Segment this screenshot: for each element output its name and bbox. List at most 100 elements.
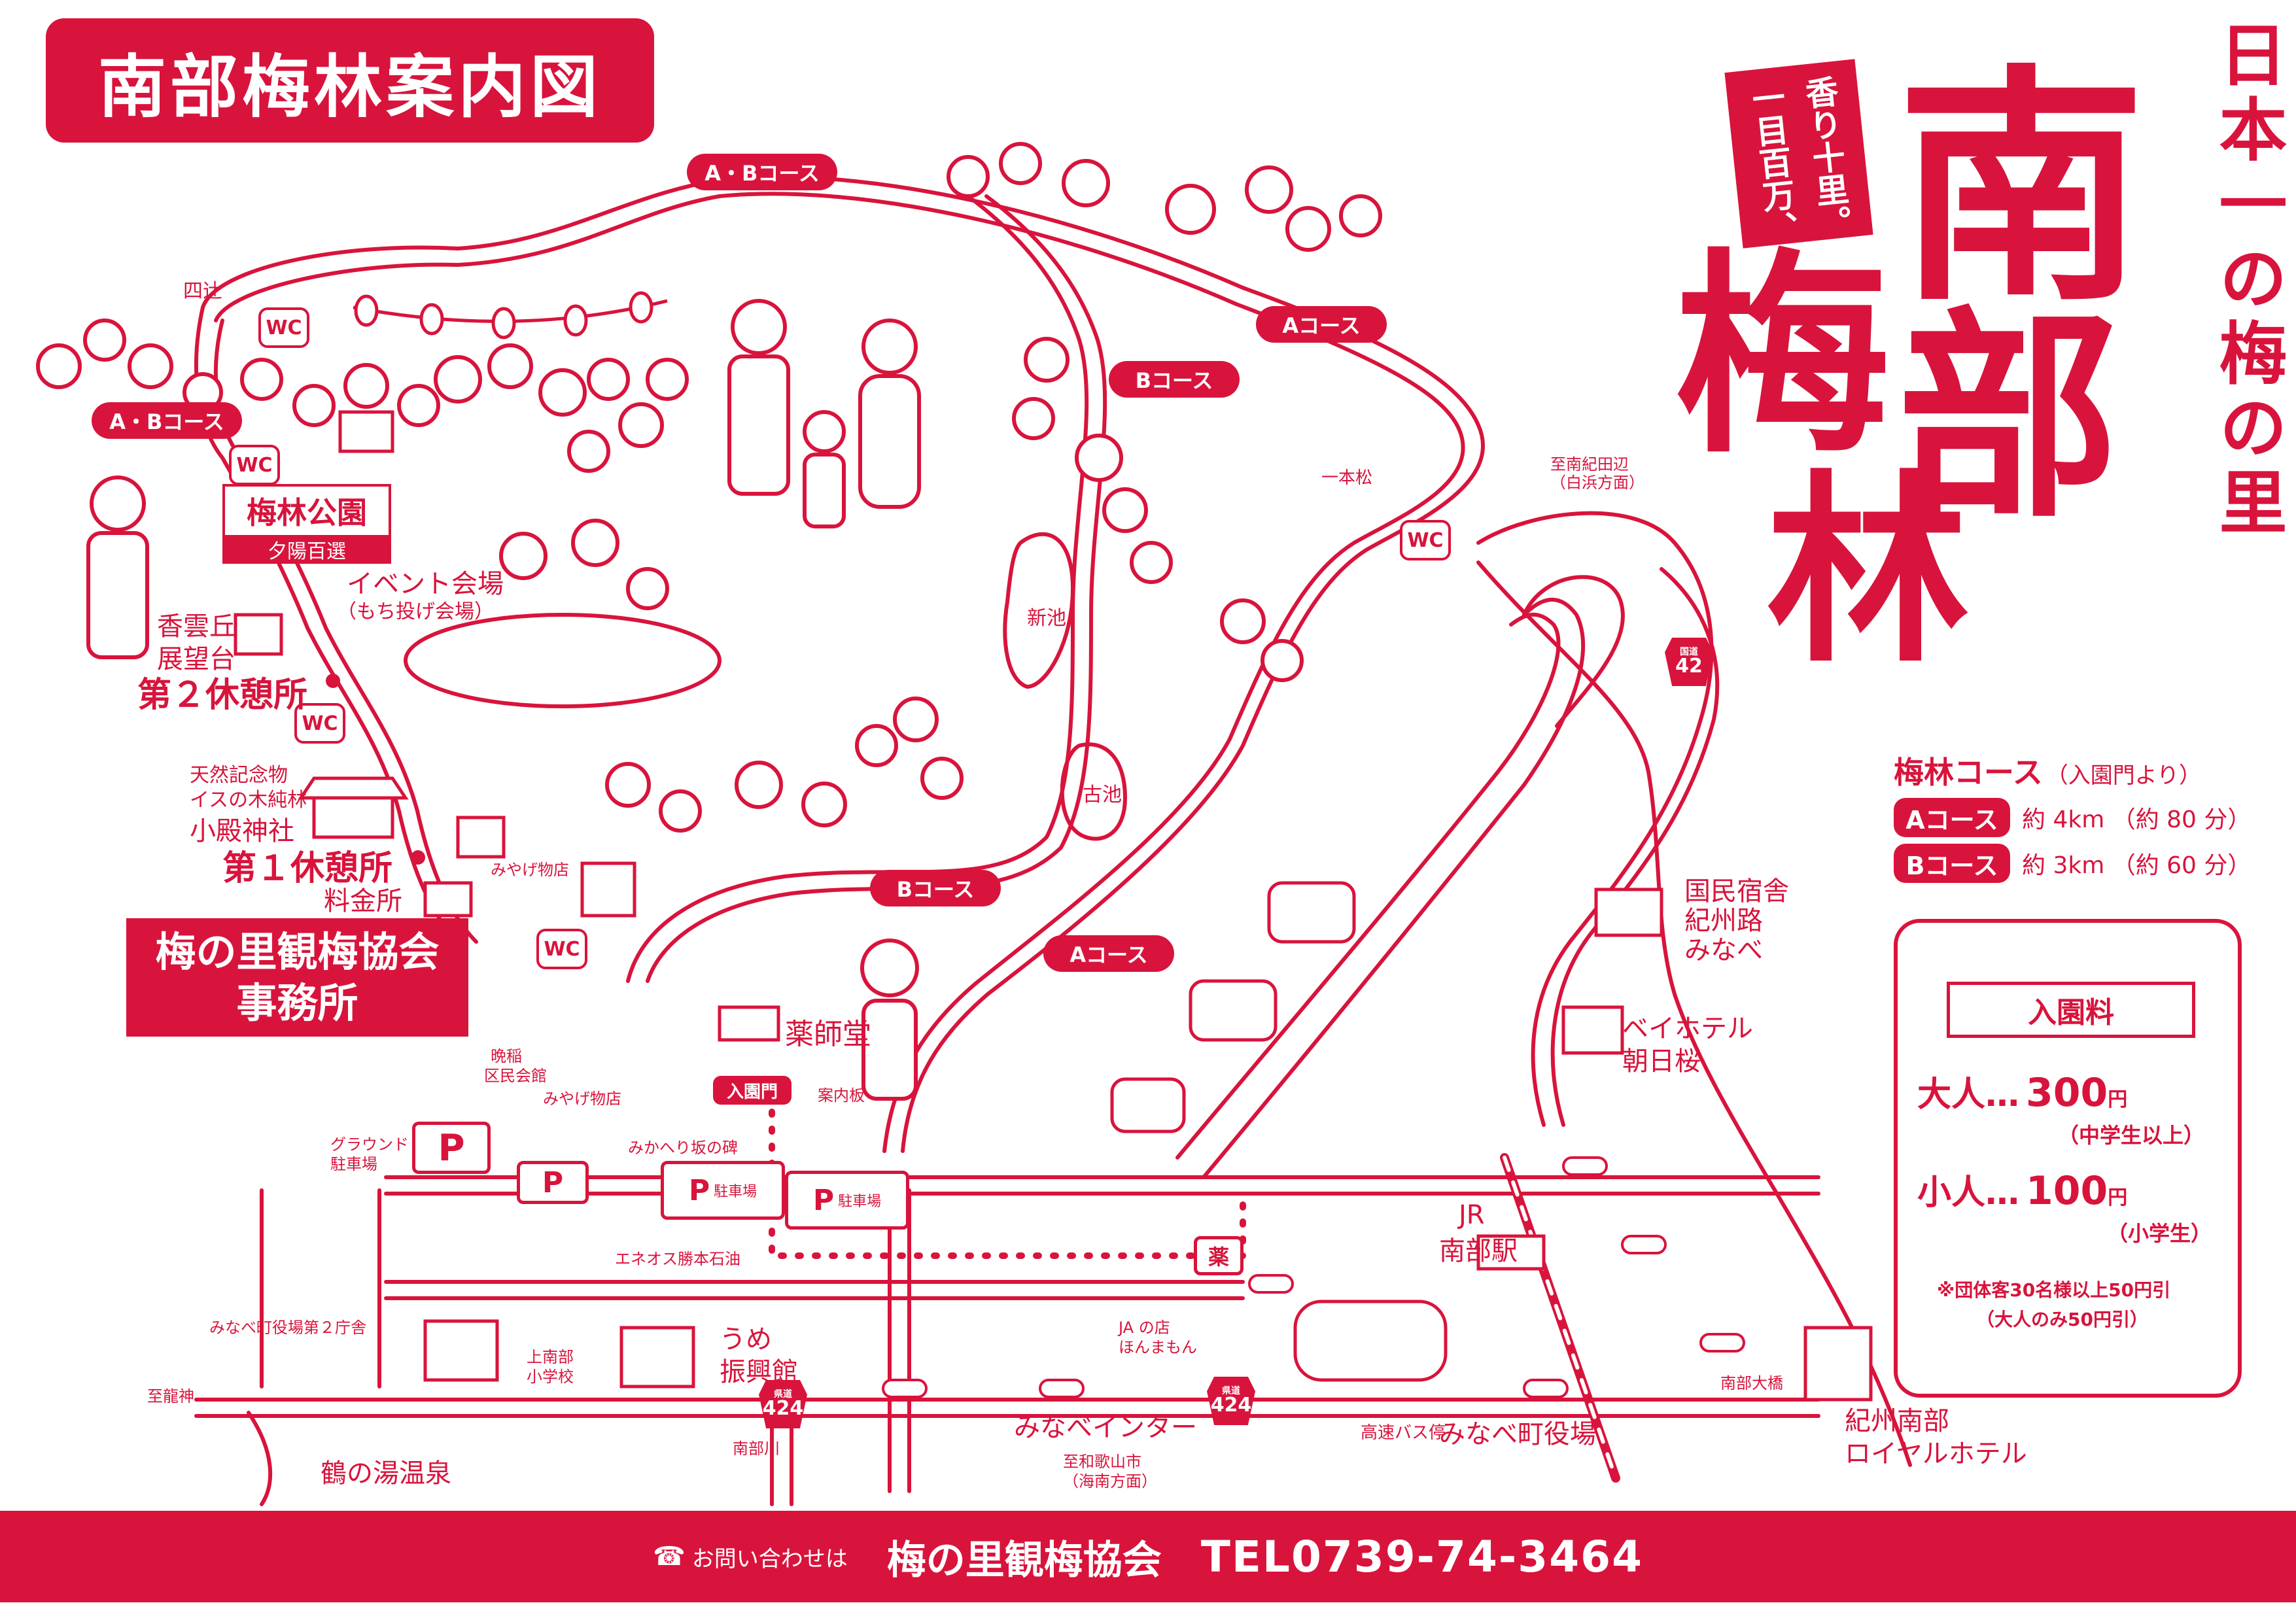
label-yakushido: 薬師堂 (785, 1018, 871, 1051)
fee-group-note-1: ※団体客30名様以上50円引 (1937, 1279, 2171, 1301)
tagline-vertical: 日本一の梅の里 (2207, 20, 2287, 542)
footer-org: 梅の里観梅協会 (886, 1537, 1162, 1583)
footer-contact-prefix: お問い合わせは (691, 1545, 848, 1572)
wc-marker-east: WC (1400, 520, 1451, 560)
parking-lot-2-p: P (688, 1173, 710, 1207)
fee-heading: 入園料 (2028, 996, 2114, 1029)
building-rest1 (456, 816, 506, 859)
plum-blossom-cluster-top (947, 142, 1382, 252)
figure-girl-west (86, 475, 149, 659)
course-b-badge: Bコース (1894, 844, 2010, 883)
fee-group-note-2: （大人のみ50円引） (1976, 1309, 2148, 1330)
label-ground-1: グラウンド (330, 1135, 409, 1154)
label-kami-minabe-1: 上南部 (527, 1348, 574, 1366)
fee-child-note: （小学生） (2107, 1221, 2212, 1246)
building-west-hut (338, 410, 394, 453)
route-424-badge-west: 県道 424 (759, 1380, 807, 1428)
label-event-venue: イベント会場 (347, 569, 504, 599)
label-royal-1: 紀州南部 (1845, 1406, 1949, 1436)
label-bus-stop: 高速バス停 (1361, 1423, 1446, 1443)
pond-furu-ike (1060, 742, 1127, 841)
calligraphy-char-1: 南 (1897, 44, 2146, 334)
fee-child-yen: 円 (2108, 1186, 2128, 1209)
figure-boy-center (860, 939, 919, 1101)
rest1-marker (411, 850, 425, 865)
course-tag-b-n: Bコース (1109, 361, 1240, 398)
course-tag-a-ne: Aコース (1256, 306, 1387, 343)
label-rest1: 第１休憩所 (222, 849, 393, 888)
tagline-banner-line1: 一目百万、 (1745, 79, 1801, 247)
label-eneos: エネオス勝本石油 (615, 1250, 740, 1268)
courses-heading: 梅林コース （入園門より） (1894, 749, 2201, 792)
label-banwa-1: 晩稲 (491, 1047, 522, 1065)
course-tag-b-s: Bコース (870, 870, 1001, 906)
vehicle-bus-1 (1267, 881, 1356, 944)
label-royal-2: ロイヤルホテル (1845, 1439, 2027, 1469)
building-school (423, 1319, 499, 1382)
river-south (247, 1411, 273, 1506)
parking-ground-p: P (438, 1126, 465, 1169)
trail-b-course (626, 194, 1089, 983)
wc-marker-souvenir: WC (536, 929, 587, 969)
label-ume-1: うめ (720, 1324, 772, 1354)
trail-b-course-inner (646, 194, 1107, 983)
calligraphy-char-3: 梅 (1675, 231, 1890, 482)
fee-child-price: 100 (2026, 1168, 2108, 1214)
route-424-west-kendo: 県道 (774, 1389, 792, 1400)
building-kouungaoka (234, 613, 283, 656)
plum-blossom-cluster-north (434, 343, 689, 473)
label-ja-2: ほんまもん (1119, 1338, 1197, 1356)
building-kokumin (1594, 888, 1663, 937)
wc-marker-rest2: WC (294, 703, 345, 744)
label-ja-1: JA の店 (1119, 1318, 1170, 1337)
tagline-banner: 一目百万、 香り十里。 (1724, 59, 1873, 249)
label-kusuri-sign: 薬 (1194, 1236, 1244, 1275)
course-a-row: Aコース 約 4km （約 80 分） (1894, 798, 2251, 837)
road-northeast (1476, 511, 1714, 1127)
road-east-ridge (1202, 598, 1586, 1179)
road-coast (1476, 560, 1912, 1467)
building-ticket (423, 881, 473, 918)
route-424-west-number: 424 (762, 1397, 804, 1420)
fee-adult-label: 大人… (1917, 1075, 2020, 1114)
label-minabe-ic: みなべインター (1014, 1413, 1197, 1443)
label-jr-2: 南部駅 (1439, 1236, 1518, 1266)
wc-marker-north: WC (258, 307, 309, 348)
building-yakushido (718, 1005, 780, 1042)
road-outer-park (201, 175, 1485, 1153)
park-name-box: 梅林公園 夕陽百選 (222, 484, 391, 564)
figure-picnic-group (404, 519, 722, 708)
road-outer-park-inner (214, 192, 1465, 1153)
traffic-lights (882, 1156, 1745, 1398)
label-ground-2: 駐車場 (330, 1155, 377, 1173)
parking-lot-3-p: P (812, 1183, 835, 1217)
label-kami-minabe-2: 小学校 (527, 1368, 574, 1386)
wc-marker-west: WC (229, 445, 280, 485)
railway-ties (1503, 1156, 1618, 1480)
phone-icon: ☎ (652, 1542, 686, 1572)
label-souvenir-upper: みやげ物店 (491, 861, 569, 879)
label-to-tanabe-2: （白浜方面） (1550, 474, 1644, 492)
label-town-office-2: みなべ町役場第２庁舎 (209, 1318, 366, 1337)
course-tag-ab-top: A・Bコース (687, 154, 837, 190)
calligraphy-char-4: 林 (1766, 454, 1969, 690)
label-to-ryujin: 至龍神 (147, 1387, 194, 1405)
route-424-east-number: 424 (1210, 1394, 1252, 1417)
label-mikaeri: みかへり坂の碑 (628, 1139, 738, 1157)
plum-blossom-cluster-center (1012, 337, 1304, 682)
route-424-badge-east: 県道 424 (1207, 1377, 1255, 1425)
fee-child-row: 小人… 100 円 (1917, 1165, 2127, 1214)
label-shin-ike: 新池 (1027, 607, 1066, 630)
label-minabe-bridge: 南部大橋 (1720, 1374, 1783, 1392)
rest2-marker (326, 674, 340, 688)
fee-child-label: 小人… (1917, 1173, 2020, 1213)
fee-panel: 入園料 大人… 300 円 （中学生以上） 小人… 100 円 （小学生） ※団… (1894, 919, 2242, 1398)
courses-heading-text: 梅林コース (1894, 755, 2043, 790)
label-town-office: みなべ町役場 (1439, 1419, 1596, 1449)
calligraphy-char-2: 部 (1897, 289, 2119, 548)
label-ippon-matsu: 一本松 (1321, 468, 1373, 488)
park-name: 梅林公園 (247, 495, 367, 530)
plum-blossom-cluster-nw (36, 319, 440, 427)
label-kusuri: 薬 (1208, 1245, 1229, 1269)
label-kokumin-3: みなべ (1684, 935, 1763, 965)
